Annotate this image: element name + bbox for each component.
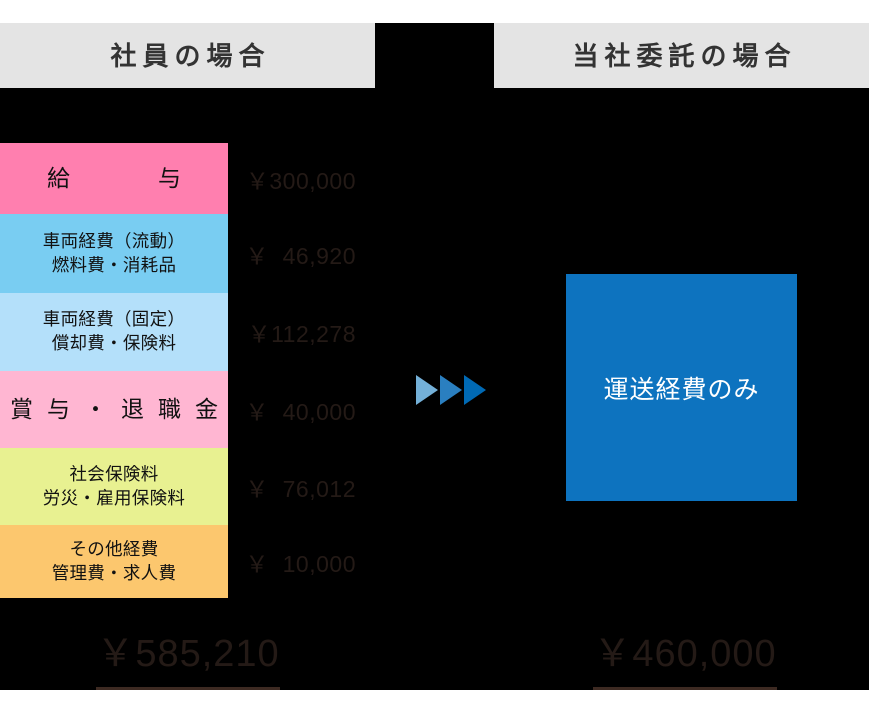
cost-row-amount: ￥300,000 xyxy=(245,167,356,194)
total-outsourced: ￥460,000 xyxy=(555,633,815,690)
total-outsourced-value: ￥460,000 xyxy=(593,633,777,690)
triangle-right-icon xyxy=(440,375,462,405)
cost-breakdown-stack: 給 与車両経費（流動）燃料費・消耗品車両経費（固定）償却費・保険料賞与・退職金社… xyxy=(0,143,228,598)
tab-employee-case-label: 社員の場合 xyxy=(110,40,271,71)
tab-employee-case[interactable]: 社員の場合 xyxy=(0,23,375,88)
cost-amount-column: ￥300,000 ￥ 46,920 ￥112,278 ￥ 40,000 ￥ 76,012… xyxy=(236,143,366,598)
transition-arrows xyxy=(416,372,492,408)
triangle-right-icon xyxy=(416,375,438,405)
cost-row: 社会保険料労災・雇用保険料 xyxy=(0,448,228,525)
cost-row: 車両経費（流動） 燃料費・消耗品 xyxy=(0,214,228,293)
tab-outsourced-case-label: 当社委託の場合 xyxy=(572,40,797,71)
cost-row-label-primary: その他経費 xyxy=(69,538,159,559)
cost-row-label-primary: 賞与・退職金 xyxy=(10,395,232,422)
top-white-margin xyxy=(0,0,869,23)
triangle-right-icon xyxy=(464,375,486,405)
outsourced-cost-block: 運送経費のみ xyxy=(566,274,797,501)
total-employee-value: ￥585,210 xyxy=(96,633,280,690)
cost-row: 賞与・退職金 xyxy=(0,371,228,448)
cost-row-label-primary: 給 与 xyxy=(47,164,195,191)
cost-row-label-secondary: 償却費・保険料 xyxy=(51,333,177,353)
cost-row-label-secondary: 管理費・求人費 xyxy=(51,562,177,583)
cost-row-label-secondary: 燃料費・消耗品 xyxy=(51,254,177,275)
cost-row: その他経費管理費・求人費 xyxy=(0,525,228,598)
cost-row-amount: ￥ 10,000 xyxy=(245,550,356,577)
cost-row-label-primary: 社会保険料 xyxy=(69,463,159,484)
cost-row-label-secondary: 労災・雇用保険料 xyxy=(42,487,186,508)
cost-row-amount: ￥ 46,920 xyxy=(245,242,356,269)
cost-row-amount: ￥112,278 xyxy=(247,321,356,347)
total-employee: ￥585,210 xyxy=(58,633,318,690)
tab-outsourced-case[interactable]: 当社委託の場合 xyxy=(494,23,869,88)
cost-row: 車両経費（固定） 償却費・保険料 xyxy=(0,293,228,371)
cost-row-label-primary: 車両経費（流動） xyxy=(42,230,186,251)
cost-row: 給 与 xyxy=(0,143,228,214)
cost-row-amount: ￥ 76,012 xyxy=(245,475,356,502)
outsourced-cost-label: 運送経費のみ xyxy=(603,375,760,404)
cost-row-amount: ￥ 40,000 xyxy=(245,398,356,425)
cost-row-label-primary: 車両経費（固定） xyxy=(42,309,186,330)
bottom-white-margin xyxy=(0,690,869,712)
